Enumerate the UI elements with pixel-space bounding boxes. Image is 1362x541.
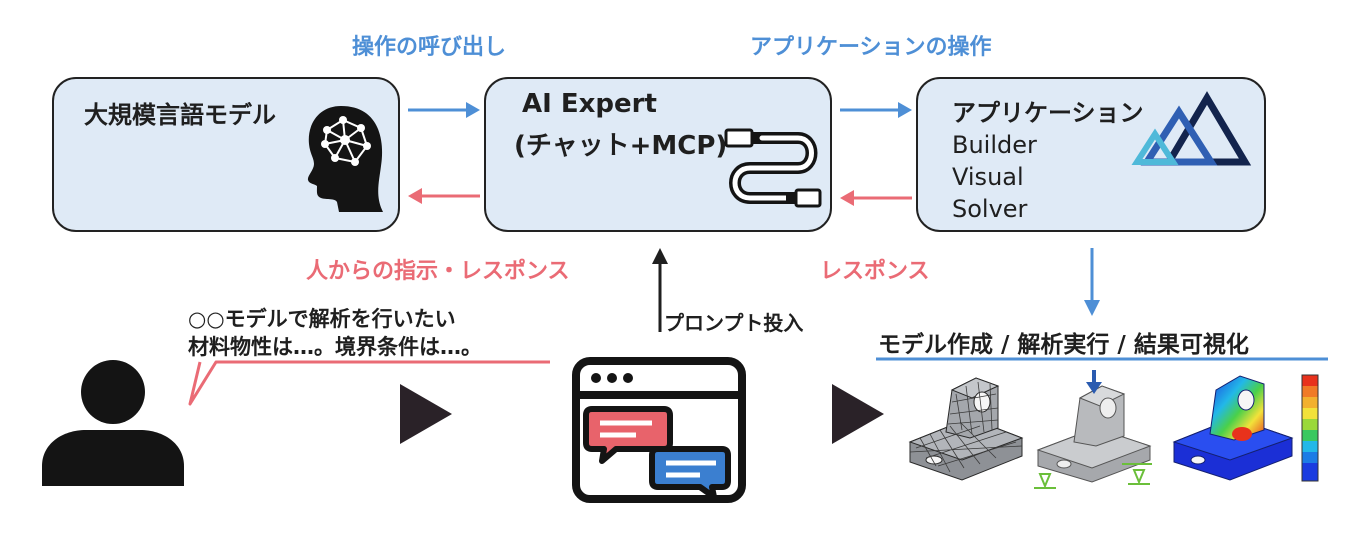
arrow-app-down (1084, 248, 1100, 316)
product-visual: Visual (952, 163, 1024, 191)
loaded-model-image (1034, 370, 1152, 489)
call-operation-label: 操作の呼び出し (352, 35, 507, 60)
product-solver: Solver (952, 195, 1028, 223)
mountain-logo-icon (1131, 91, 1252, 166)
speech-line-1: ○○モデルで解析を行いたい (188, 307, 456, 331)
speech-line-2: 材料物性は…。境界条件は…。 (188, 335, 482, 359)
chat-window-icon (572, 357, 746, 503)
prompt-input-label: プロンプト投入 (664, 311, 804, 335)
response-label: レスポンス (820, 259, 930, 284)
results-heading: モデル作成 / 解析実行 / 結果可視化 (878, 332, 1249, 358)
product-builder: Builder (952, 131, 1037, 159)
app-operation-label: アプリケーションの操作 (750, 35, 992, 60)
user-icon (42, 360, 184, 486)
llm-title: 大規模言語モデル (84, 101, 276, 129)
color-legend-bar (1301, 374, 1319, 482)
speech-bubble-tail (188, 360, 550, 406)
play-arrow-1 (400, 384, 452, 444)
mesh-model-image (908, 377, 1024, 481)
ai-expert-box: AI Expert (チャット+MCP) (484, 77, 832, 232)
application-title: アプリケーション (952, 99, 1144, 127)
arrow-prompt-up (652, 248, 668, 332)
instruction-response-label: 人からの指示・レスポンス (306, 259, 570, 284)
contour-result-image (1172, 375, 1294, 481)
ai-expert-subtitle: (チャット+MCP) (514, 131, 728, 161)
ai-expert-title: AI Expert (522, 89, 657, 119)
arrow-expert-to-llm (408, 188, 480, 204)
play-arrow-2 (832, 384, 884, 444)
brain-head-icon (307, 106, 383, 212)
results-underline (876, 357, 1328, 361)
arrow-expert-to-app (840, 102, 912, 118)
usb-cable-icon (724, 128, 822, 208)
arrow-app-to-expert (840, 190, 912, 206)
arrow-llm-to-expert (408, 102, 480, 118)
